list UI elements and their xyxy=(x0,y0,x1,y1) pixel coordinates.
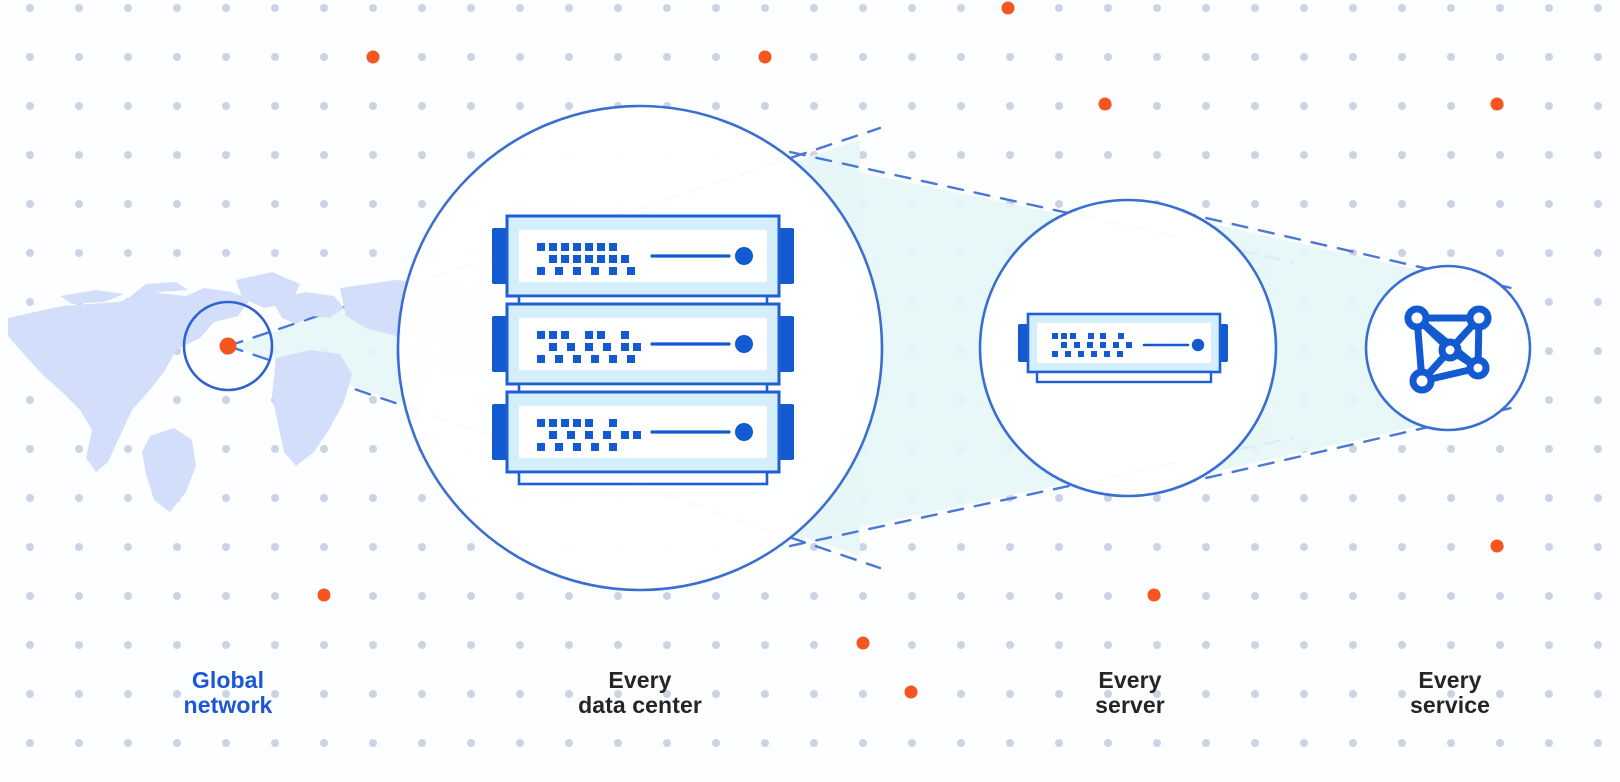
dashed-connector-lower xyxy=(1178,404,1522,486)
node-top-left xyxy=(1404,305,1430,331)
highlight-dot xyxy=(366,50,380,64)
server-led-matrix xyxy=(1052,333,1132,357)
server-rack-unit xyxy=(492,214,794,298)
stage-label-service: Every service xyxy=(1410,667,1490,718)
server-led-matrix xyxy=(537,331,641,363)
highlight-dot xyxy=(904,685,918,699)
highlight-dot xyxy=(1001,1,1015,15)
dashed-connector-upper xyxy=(1178,210,1522,292)
server-rack-unit xyxy=(492,302,794,386)
dot-grid-highlights xyxy=(317,1,1504,699)
node-center xyxy=(1438,338,1462,362)
highlight-dot xyxy=(856,636,870,650)
server-led-matrix xyxy=(537,419,641,451)
map-location-marker-icon xyxy=(219,337,237,355)
highlight-dot xyxy=(317,588,331,602)
highlight-dot xyxy=(1098,97,1112,111)
node-top-right xyxy=(1466,305,1492,331)
dashed-connector-upper xyxy=(788,150,1294,264)
stage-label-data-center: Every data center xyxy=(578,667,702,718)
highlight-dot xyxy=(758,50,772,64)
highlight-dot xyxy=(1147,588,1161,602)
server-rack-unit xyxy=(492,390,794,474)
highlight-dot xyxy=(1490,97,1504,111)
highlight-dot xyxy=(1490,539,1504,553)
stage-label-server: Every server xyxy=(1095,667,1165,718)
dashed-connector-lower xyxy=(788,436,1294,548)
node-bottom-right xyxy=(1466,356,1490,380)
server-unit-icon xyxy=(1018,312,1228,384)
network-node-dots xyxy=(1404,305,1492,394)
server-led-matrix xyxy=(537,243,635,275)
server-rack-icon xyxy=(492,214,794,486)
node-bottom-left xyxy=(1409,368,1435,394)
stage-label-global-network: Global network xyxy=(183,667,273,718)
map-focus-circle xyxy=(182,300,274,392)
